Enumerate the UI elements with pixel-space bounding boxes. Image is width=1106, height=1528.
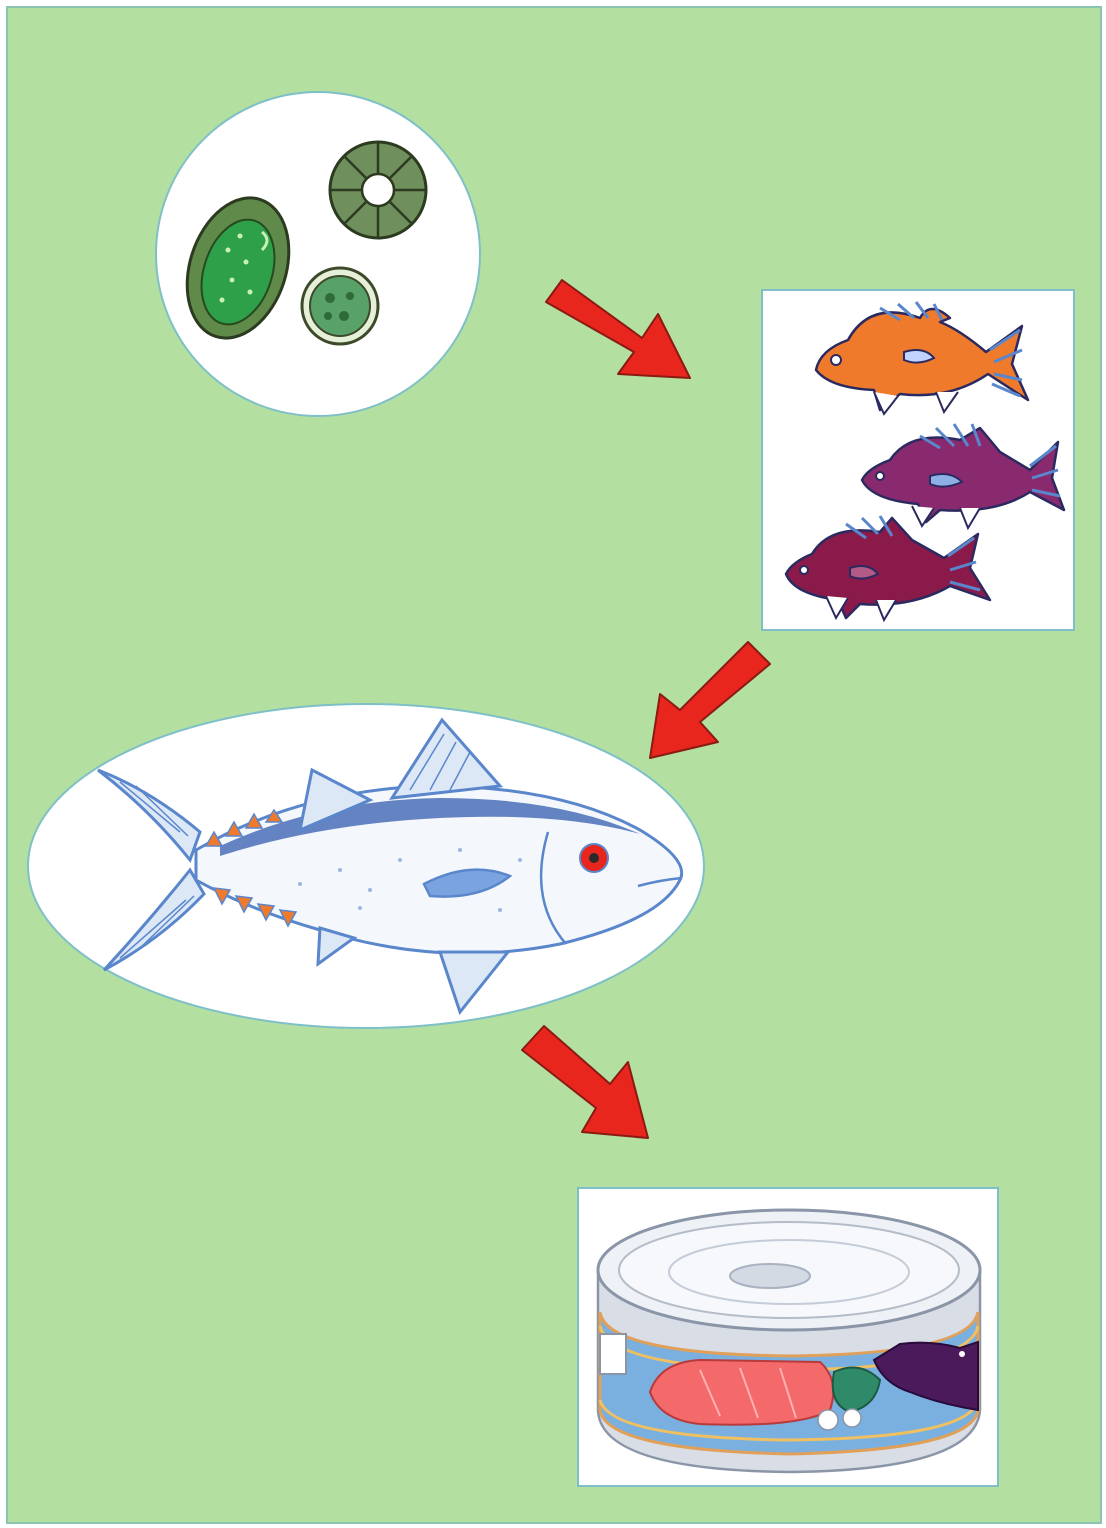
arrow-plankton-to-small-fish <box>546 280 690 378</box>
tuna-can-icon <box>598 1210 980 1472</box>
arrow-tuna-to-can <box>522 1026 648 1138</box>
arrow-small-fish-to-tuna <box>650 642 770 758</box>
